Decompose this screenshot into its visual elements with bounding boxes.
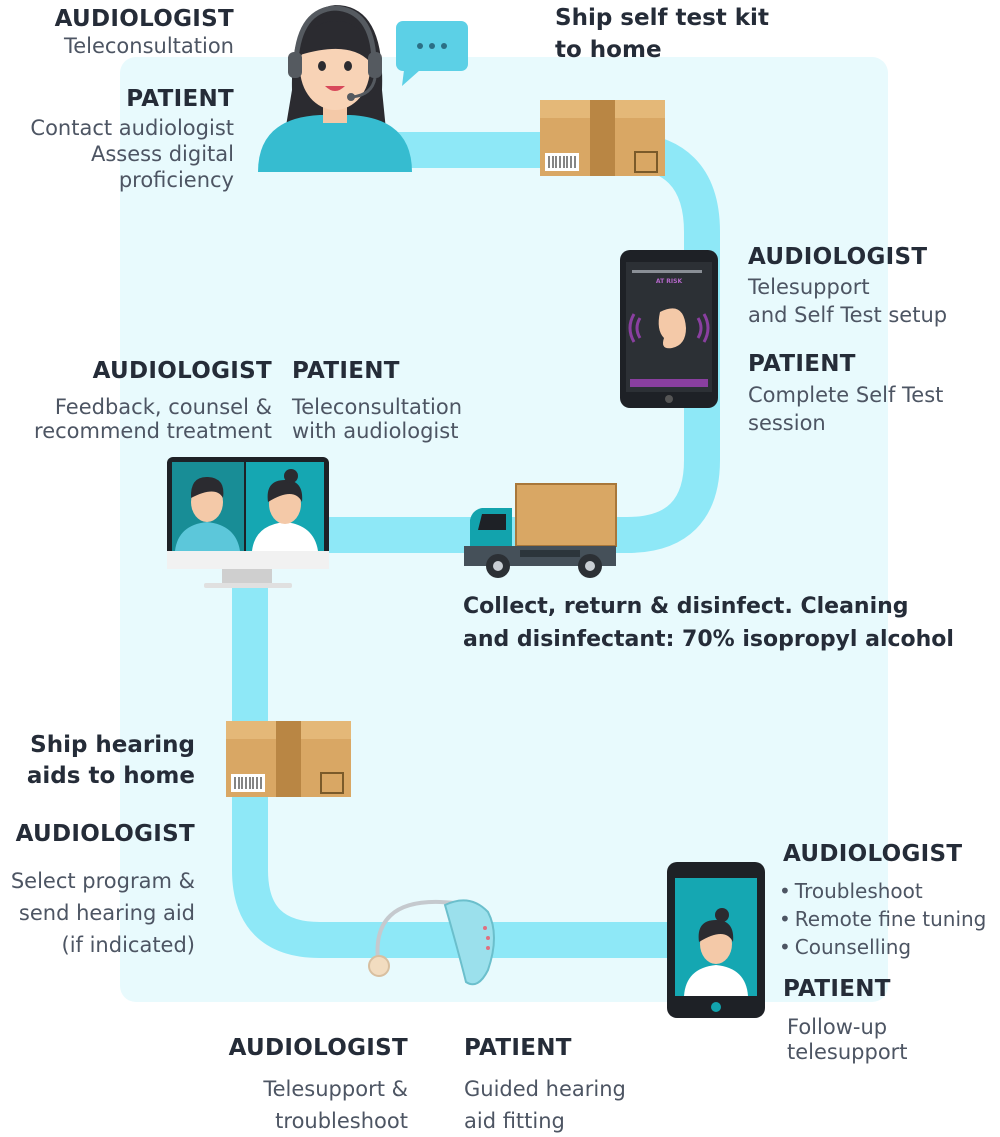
hearing-aid-package-icon: [226, 721, 351, 797]
hearing-aid-icon: [368, 899, 495, 986]
step8-patient-heading: PATIENT: [783, 976, 891, 1002]
step5-line: Collect, return & disinfect. Cleaning: [463, 594, 909, 619]
follow-up-phone-icon: [667, 862, 765, 1018]
step7-patient-text: Guided hearing aid fitting: [464, 1073, 626, 1137]
step4-audiologist-line: Feedback, counsel &: [54, 395, 272, 419]
step1-patient-line: Contact audiologist: [30, 116, 234, 140]
step2-line: to home: [555, 37, 662, 63]
step8-bullet-item: Troubleshoot: [779, 877, 986, 905]
step6-ship-line: aids to home: [26, 763, 195, 789]
step7-audiologist-line: Telesupport &: [263, 1077, 408, 1101]
audiologist-headset-icon: [258, 5, 412, 172]
step3-audiologist-text: Telesupport and Self Test setup: [748, 273, 947, 329]
step4-patient-heading: PATIENT: [292, 358, 400, 384]
step8-audiologist-heading: AUDIOLOGIST: [783, 841, 963, 867]
step6-audiologist-line: send hearing aid: [18, 901, 195, 925]
step7-audiologist-heading: AUDIOLOGIST: [228, 1035, 408, 1061]
step8-patient-line: Follow-up: [787, 1015, 888, 1039]
self-test-phone-icon: [620, 250, 718, 408]
step3-patient-line: session: [748, 411, 826, 435]
step8-bullet-item: Remote fine tuning: [779, 905, 987, 933]
step4-audiologist-heading: AUDIOLOGIST: [92, 358, 272, 384]
speech-bubble-icon: [396, 21, 468, 86]
step3-audiologist-heading: AUDIOLOGIST: [748, 244, 928, 270]
step6-audiologist-line: (if indicated): [61, 933, 196, 957]
step7-patient-line: Guided hearing: [464, 1077, 626, 1101]
phone-screen-status: AT RISK: [655, 278, 683, 285]
step5-collect-text: Collect, return & disinfect. Cleaning an…: [463, 590, 954, 656]
step8-patient-text: Follow-up telesupport: [787, 1015, 908, 1065]
step1-patient-line: proficiency: [118, 168, 234, 192]
step1-patient-line: Assess digital: [91, 142, 234, 166]
delivery-truck-icon: [464, 483, 617, 578]
step1-audiologist-heading: AUDIOLOGIST: [54, 6, 234, 32]
step6-audiologist-line: Select program &: [10, 869, 195, 893]
step3-patient-heading: PATIENT: [748, 351, 856, 377]
step3-audiologist-line: and Self Test setup: [748, 303, 948, 327]
step3-patient-line: Complete Self Test: [748, 383, 944, 407]
step4-audiologist-text: Feedback, counsel & recommend treatment: [34, 395, 272, 443]
step4-patient-line: Teleconsultation: [292, 395, 463, 419]
step7-audiologist-text: Telesupport & troubleshoot: [263, 1073, 408, 1137]
step7-patient-line: aid fitting: [464, 1109, 565, 1133]
step8-bullet-item: Counselling: [779, 933, 986, 961]
step1-patient-text: Contact audiologist Assess digital profi…: [30, 115, 234, 193]
package-box-icon: [540, 100, 665, 176]
step6-ship-aids-text: Ship hearing aids to home: [27, 730, 195, 792]
step6-audiologist-heading: AUDIOLOGIST: [15, 821, 195, 847]
step4-patient-line: with audiologist: [292, 419, 459, 443]
video-call-monitor-icon: [167, 457, 329, 588]
step5-line: and disinfectant: 70% isopropyl alcohol: [463, 627, 954, 652]
step2-line: Ship self test kit: [555, 5, 769, 31]
step7-audiologist-line: troubleshoot: [275, 1109, 408, 1133]
workflow-path: [232, 132, 720, 958]
step1-audiologist-text: Teleconsultation: [63, 34, 234, 58]
step3-audiologist-line: Telesupport: [748, 275, 870, 299]
step4-audiologist-line: recommend treatment: [34, 419, 272, 443]
step3-patient-text: Complete Self Test session: [748, 381, 943, 437]
step8-audiologist-bullets: Troubleshoot Remote fine tuning Counsell…: [779, 877, 987, 961]
step6-ship-line: Ship hearing: [30, 732, 195, 758]
step8-patient-line: telesupport: [787, 1040, 908, 1064]
step4-patient-text: Teleconsultation with audiologist: [292, 395, 462, 443]
step6-audiologist-text: Select program & send hearing aid (if in…: [11, 865, 195, 961]
step7-patient-heading: PATIENT: [464, 1035, 572, 1061]
step2-ship-kit-text: Ship self test kit to home: [555, 2, 769, 66]
step1-patient-heading: PATIENT: [126, 86, 234, 112]
